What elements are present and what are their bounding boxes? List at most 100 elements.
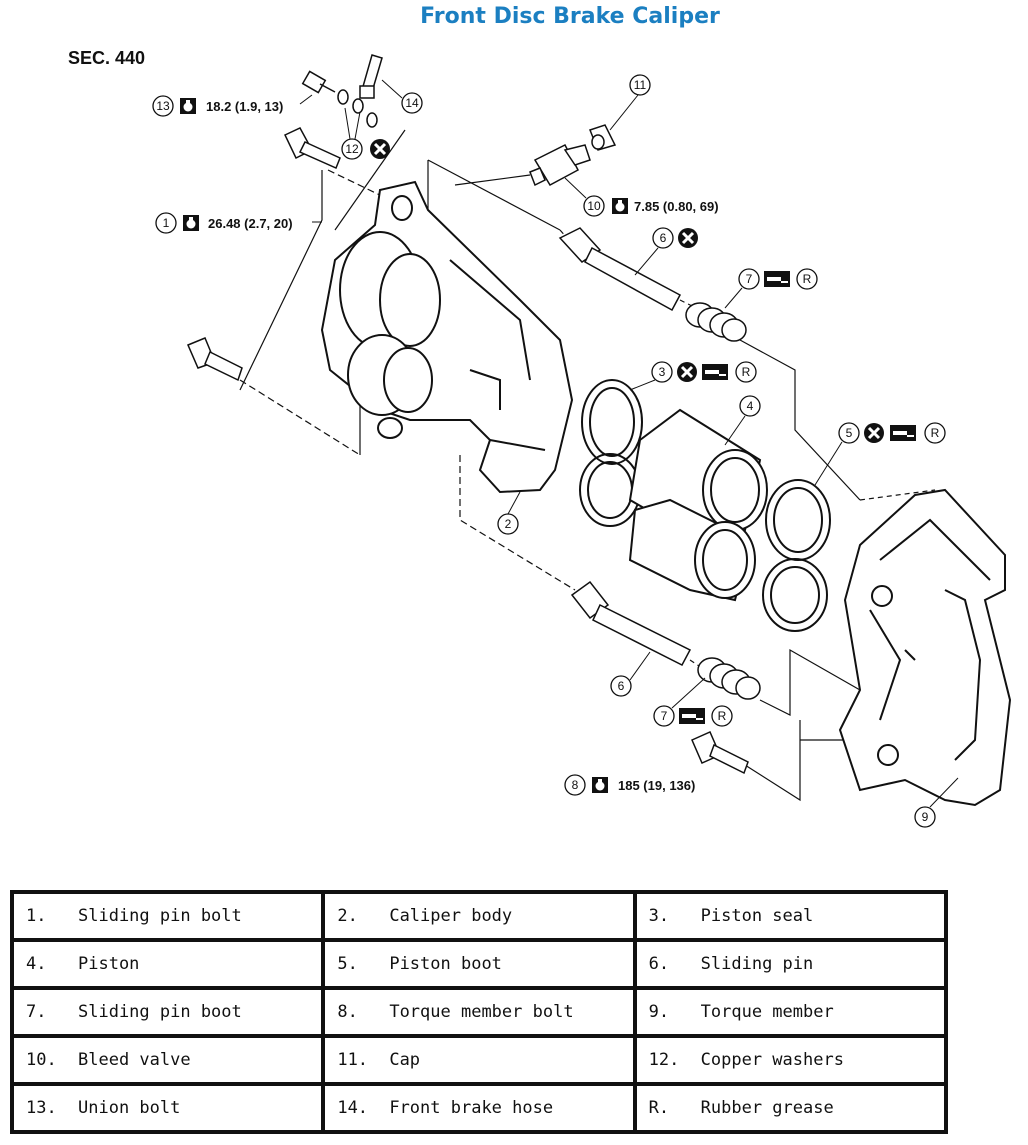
bleed-valve-part (529, 143, 591, 187)
svg-text:4: 4 (747, 399, 754, 413)
legend-cell: 1.Sliding pin bolt (12, 892, 324, 940)
svg-text:R: R (931, 426, 940, 440)
sliding-pin-lower (570, 580, 692, 667)
legend-row: 13. Union bolt 14. Front brake hose R. Rubber… (12, 1084, 946, 1132)
torque-member-part (838, 488, 1012, 807)
legend-number: 14. (337, 1098, 369, 1118)
svg-text:R: R (742, 365, 751, 379)
legend-cell: 14. Front brake hose (323, 1084, 635, 1132)
caliper-body-part (320, 180, 574, 494)
svg-text:9: 9 (922, 810, 929, 824)
svg-text:3: 3 (659, 365, 666, 379)
legend-cell: 5.Piston boot (323, 940, 635, 988)
legend-number: 10. (26, 1050, 57, 1070)
replace-icon (862, 421, 886, 445)
legend-number: 7. (26, 1002, 47, 1022)
legend-cell: 7. Sliding pin boot (12, 988, 324, 1036)
legend-number: R. (648, 1098, 670, 1118)
grease-icon (679, 708, 705, 724)
legend-part-name: Union bolt (78, 1098, 181, 1118)
legend-number: 13. (26, 1098, 57, 1118)
svg-text:26.48 (2.7, 20): 26.48 (2.7, 20) (208, 216, 293, 231)
sliding-pin-upper (558, 227, 682, 312)
svg-text:6: 6 (618, 679, 625, 693)
callout-4: 4 (724, 395, 761, 446)
copper-washers-part (337, 89, 378, 128)
svg-text:10: 10 (587, 199, 601, 213)
piston-seals-part (579, 379, 643, 527)
callout-6-lower: 6 (610, 651, 651, 697)
callout-11: 11 (609, 74, 651, 131)
svg-text:12: 12 (345, 142, 359, 156)
legend-row: 4. Piston 5.Piston boot 6. Sliding pin (12, 940, 946, 988)
legend-part-name: Front brake hose (389, 1098, 554, 1118)
svg-text:1: 1 (163, 216, 170, 230)
legend-cell: 13. Union bolt (12, 1084, 324, 1132)
svg-text:2: 2 (505, 517, 512, 531)
svg-text:7: 7 (746, 272, 753, 286)
callout-10: 10 7.85 (0.80, 69) (564, 177, 719, 217)
callout-2: 2 (497, 491, 521, 535)
legend-part-name: Torque member bolt (389, 1002, 574, 1022)
svg-text:7.85 (0.80, 69): 7.85 (0.80, 69) (634, 199, 719, 214)
legend-row: 1.Sliding pin bolt 2. Caliper body 3.Piston… (12, 892, 946, 940)
grease-icon (764, 271, 790, 287)
legend-part-name: Caliper body (389, 906, 513, 926)
callout-12: 12 (341, 107, 392, 161)
sliding-pin-boot-lower (697, 657, 761, 700)
legend-cell: R. Rubber grease (634, 1084, 946, 1132)
legend-number: 4. (26, 954, 47, 974)
legend-cell: 10. Bleed valve (12, 1036, 324, 1084)
legend-part-name: Bleed valve (78, 1050, 191, 1070)
legend-cell: 2. Caliper body (323, 892, 635, 940)
cap-part (589, 124, 617, 151)
callout-6-upper: 6 (634, 226, 700, 276)
caliper-exploded-diagram: 1 3 18.2 (1.9, 13) 14 12 11 10 7.85 (0.80… (152, 54, 1012, 828)
section-label: SEC. 440 (68, 48, 146, 68)
legend-part-name: Piston (78, 954, 140, 974)
legend-number: 5. (337, 954, 358, 974)
legend-part-name: Sliding pin bolt (78, 906, 242, 926)
svg-text:18.2 (1.9, 13): 18.2 (1.9, 13) (206, 99, 283, 114)
torque-icon (183, 215, 199, 231)
legend-number: 2. (337, 906, 358, 926)
sliding-pin-bolt-lower (187, 337, 243, 382)
grease-icon (890, 425, 916, 441)
callout-3: 3 R (629, 360, 757, 391)
legend-part-name: Sliding pin boot (78, 1002, 242, 1022)
legend-cell: 3.Piston seal (634, 892, 946, 940)
union-bolt-part (301, 70, 336, 94)
sliding-pin-boot-upper (685, 302, 747, 342)
legend-number: 3. (648, 906, 670, 926)
svg-text:8: 8 (572, 778, 579, 792)
svg-text:R: R (718, 709, 727, 723)
torque-icon (592, 777, 608, 793)
legend-part-name: Rubber grease (700, 1098, 834, 1118)
svg-text:185 (19, 136): 185 (19, 136) (618, 778, 695, 793)
legend-number: 6. (648, 954, 670, 974)
legend-cell: 9.Torque member (634, 988, 946, 1036)
callout-9: 9 (914, 777, 959, 828)
callout-5: 5 R (814, 421, 946, 486)
legend-cell: 6. Sliding pin (634, 940, 946, 988)
page-title: Front Disc Brake Caliper (420, 4, 720, 29)
legend-part-name: Sliding pin (700, 954, 814, 974)
grease-icon (702, 364, 728, 380)
torque-icon (180, 98, 196, 114)
svg-text:5: 5 (846, 426, 853, 440)
brake-hose-part (359, 54, 383, 99)
legend-part-name: Cap (389, 1050, 421, 1070)
legend-number: 11. (337, 1050, 369, 1070)
callout-7-lower: 7 R (653, 677, 733, 727)
callout-8: 8 185 (19, 136) (564, 774, 695, 796)
legend-number: 12. (648, 1050, 680, 1070)
pistons-part (628, 408, 768, 602)
legend-cell: 4. Piston (12, 940, 324, 988)
legend-cell: 8.Torque member bolt (323, 988, 635, 1036)
sliding-pin-bolt-upper (283, 127, 341, 170)
torque-icon (612, 198, 628, 214)
callout-14: 14 (381, 79, 423, 114)
